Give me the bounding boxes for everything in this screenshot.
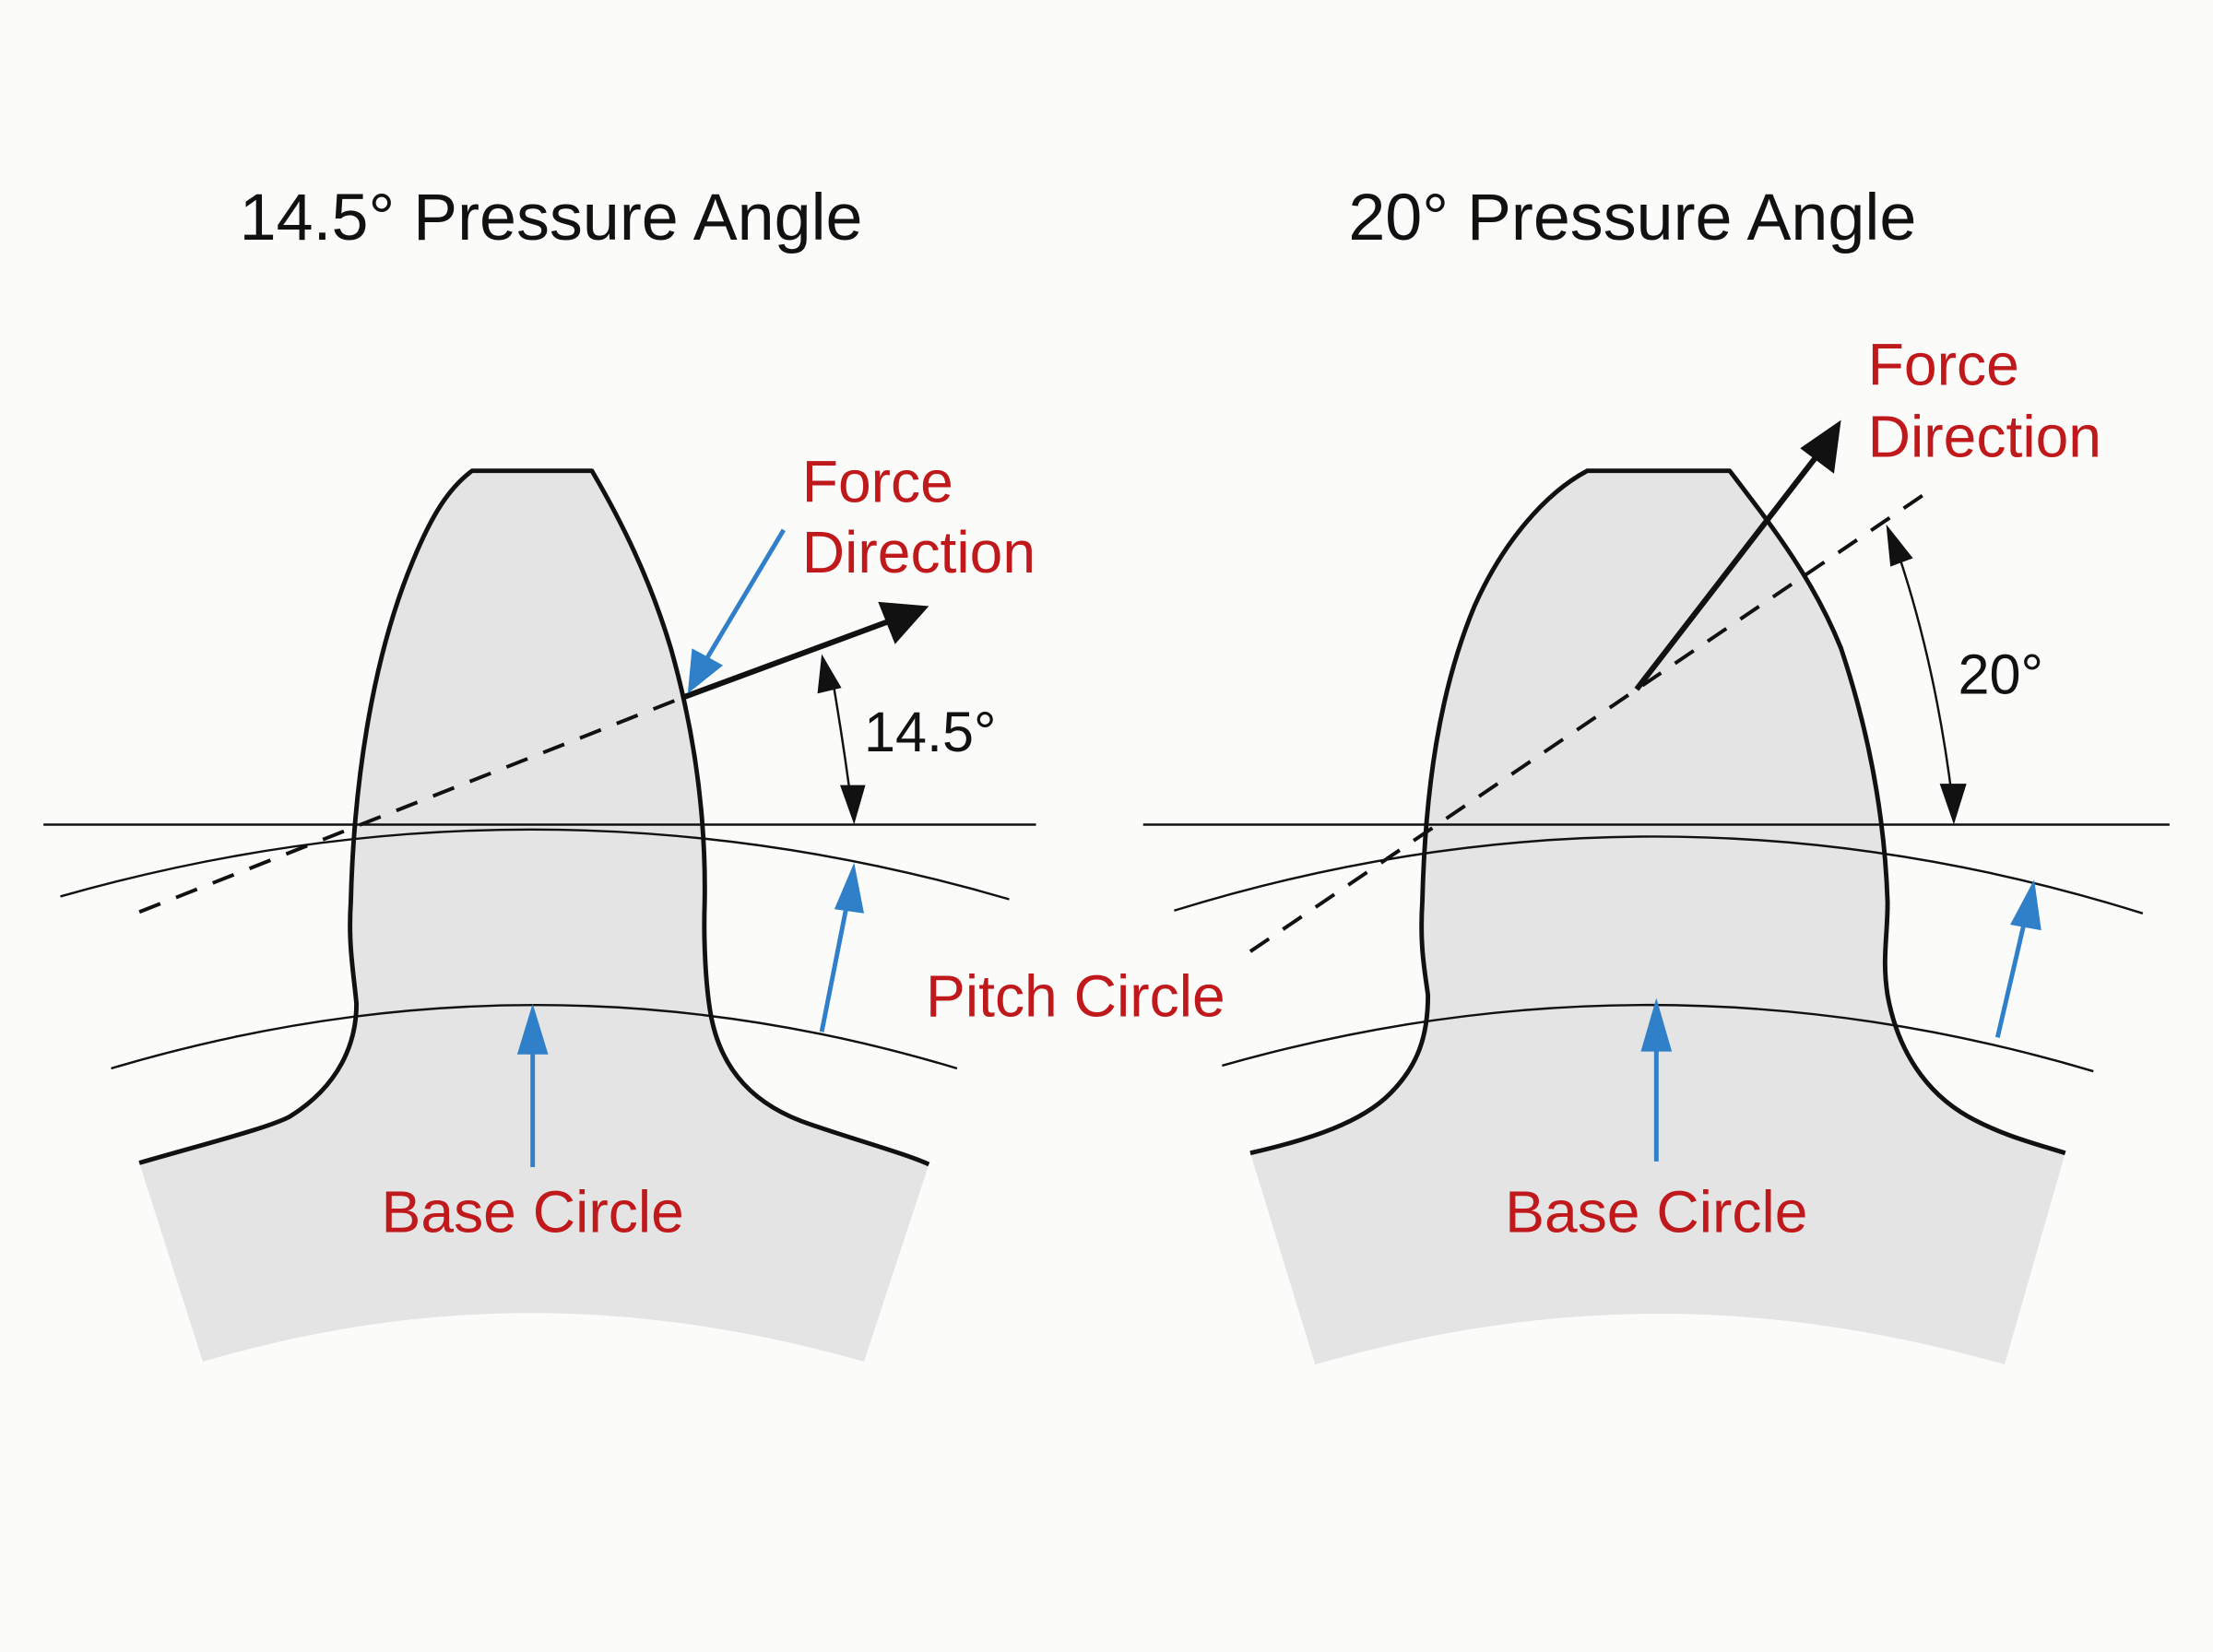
left-force-label-2: Direction: [802, 519, 1035, 585]
right-force-arrowhead: [1800, 419, 1841, 474]
right-angle-label: 20°: [1959, 643, 2043, 705]
right-gear-tooth: [1249, 470, 2065, 1365]
left-base-circle-label: Base Circle: [382, 1178, 684, 1245]
left-line-of-action: [138, 696, 683, 914]
right-pitch-pointer-head: [2010, 879, 2041, 931]
right-angle-arc: [1895, 546, 1954, 801]
right-base-circle-label: Base Circle: [1505, 1178, 1807, 1245]
left-angle-label: 14.5°: [864, 701, 996, 763]
left-force-label-1: Force: [802, 448, 953, 514]
right-pitch-circle: [1174, 835, 2144, 914]
right-tooth-outline: [1249, 468, 2066, 1156]
left-tooth-outline: [138, 468, 930, 1167]
left-force-pointer: [704, 528, 786, 661]
right-base-pointer-head: [1640, 997, 1673, 1052]
left-force-arrowhead: [878, 601, 929, 644]
left-force-pointer-head: [687, 648, 724, 694]
left-title: 14.5° Pressure Angle: [240, 181, 863, 254]
right-line-of-action: [1249, 489, 1932, 953]
left-angle-arrow-bottom: [840, 785, 866, 825]
right-title: 20° Pressure Angle: [1348, 181, 1916, 254]
left-pitch-circle: [60, 828, 1010, 901]
right-angle-arrow-bottom: [1939, 784, 1967, 825]
left-base-pointer-head: [516, 1003, 549, 1055]
left-pitch-pointer-head: [834, 862, 865, 914]
left-force-arrow: [680, 613, 905, 701]
left-base-circle: [111, 1004, 958, 1070]
left-angle-arrow-top: [817, 654, 842, 694]
right-force-label-1: Force: [1868, 331, 2019, 397]
right-angle-arrow-top: [1886, 524, 1913, 567]
right-force-arrow: [1634, 446, 1826, 691]
left-gear-tooth: [139, 470, 929, 1363]
left-pitch-pointer: [819, 895, 851, 1032]
right-force-label-2: Direction: [1868, 403, 2101, 469]
right-pitch-pointer: [1994, 915, 2029, 1038]
pitch-circle-label: Pitch Circle: [926, 962, 1225, 1029]
right-panel: 20° Pressure Angle 20° Force Direction B…: [1142, 181, 2170, 1365]
left-panel: 14.5° Pressure Angle 14.5° Force D: [43, 181, 1036, 1363]
